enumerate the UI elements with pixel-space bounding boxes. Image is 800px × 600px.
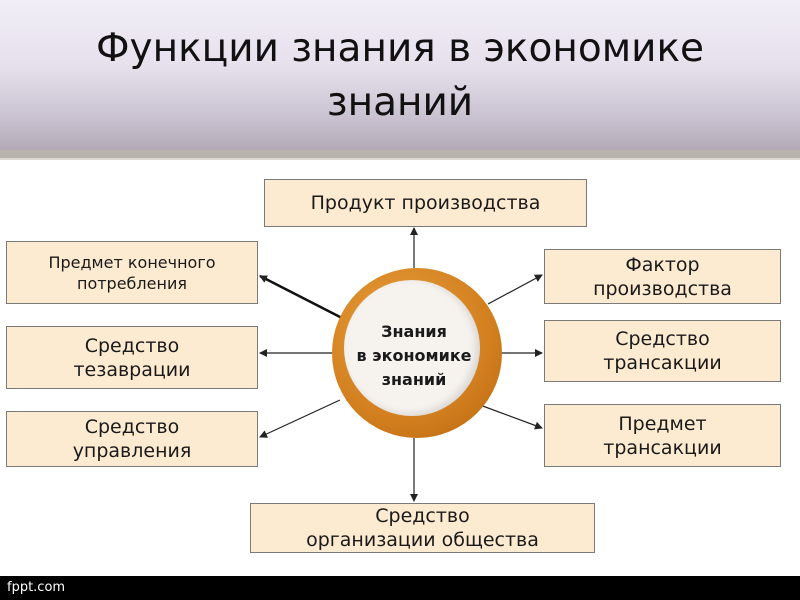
slide-title-line-2: знаний [326,80,474,125]
center-hub-label: Знания в экономике знаний [356,322,472,389]
title-divider-highlight [0,158,800,160]
node-right-1: Фактор производства [544,249,781,304]
title-bar: Функции знания в экономике знаний [0,0,800,150]
footer-watermark: fppt.com [7,580,66,595]
node-top: Продукт производства [264,179,587,227]
node-left-2: Средство тезаврации [6,326,258,389]
slide-title-line-1: Функции знания в экономике [95,26,705,71]
title-divider [0,150,800,158]
node-left-3: Средство управления [6,411,258,467]
node-bottom: Средство организации общества [250,503,595,553]
arrow-to-left1 [259,274,343,320]
node-right-2: Средство трансакции [544,320,781,382]
center-hub [344,280,480,416]
arrow-to-right1 [487,274,543,305]
footer-bar: fppt.com [0,576,800,600]
slide-title: Функции знания в экономике знаний [0,22,800,130]
arrow-to-right3 [479,404,543,430]
node-right-3: Предмет трансакции [544,404,781,467]
node-left-1: Предмет конечного потребления [6,241,258,304]
arrow-to-left3 [259,399,341,438]
